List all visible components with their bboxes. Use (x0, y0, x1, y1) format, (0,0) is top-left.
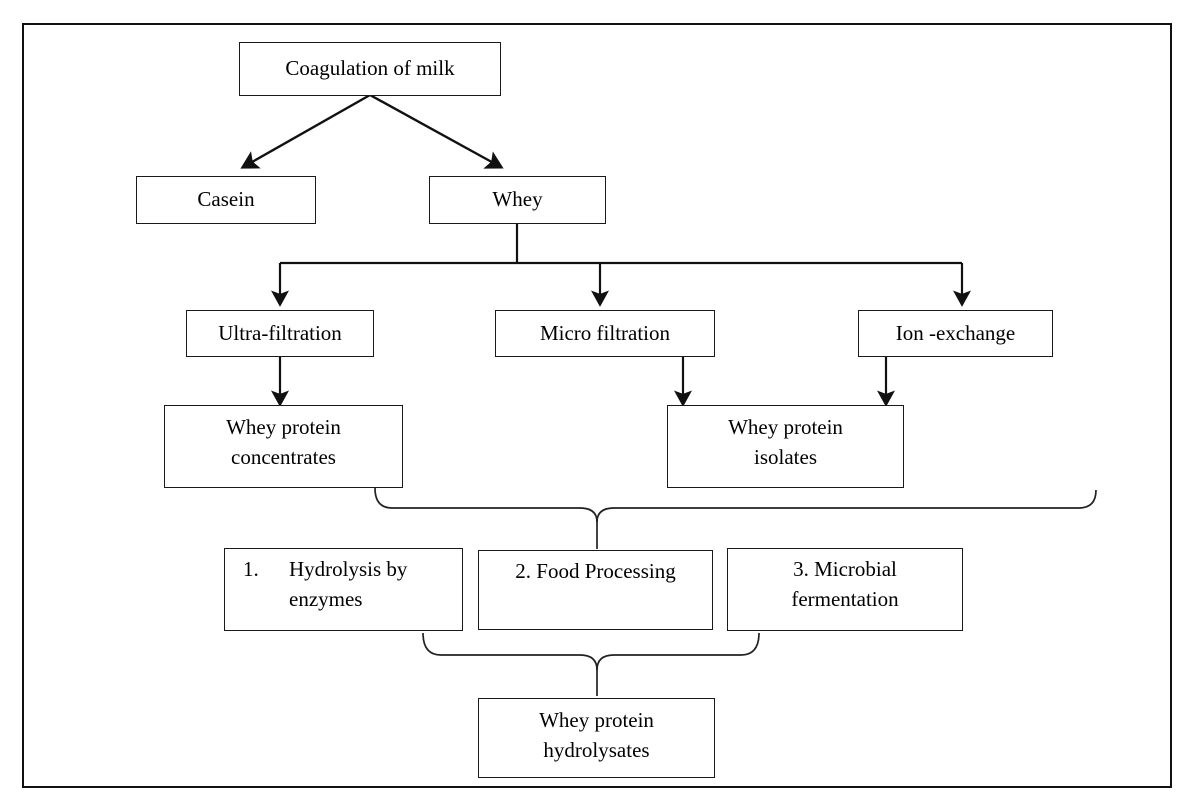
node-casein[interactable]: Casein (136, 176, 316, 224)
node-hydrolysis-number: 1. (243, 557, 259, 581)
node-whey-protein-hydrolysates[interactable]: Whey protein hydrolysates (478, 698, 715, 778)
diagram-outer-frame (22, 23, 1172, 788)
node-ultra-filtration[interactable]: Ultra-filtration (186, 310, 374, 357)
node-whey-protein-isolates[interactable]: Whey protein isolates (667, 405, 904, 488)
node-food-processing[interactable]: 2. Food Processing (478, 550, 713, 630)
node-whey[interactable]: Whey (429, 176, 606, 224)
node-hydrolysis-by-enzymes[interactable]: 1. Hydrolysis by enzymes (224, 548, 463, 631)
node-micro-filtration[interactable]: Micro filtration (495, 310, 715, 357)
node-hydrolysis-label: Hydrolysis by enzymes (289, 557, 408, 611)
node-whey-protein-concentrates[interactable]: Whey protein concentrates (164, 405, 403, 488)
node-coagulation-of-milk[interactable]: Coagulation of milk (239, 42, 501, 96)
node-ion-exchange[interactable]: Ion -exchange (858, 310, 1053, 357)
node-microbial-fermentation[interactable]: 3. Microbial fermentation (727, 548, 963, 631)
